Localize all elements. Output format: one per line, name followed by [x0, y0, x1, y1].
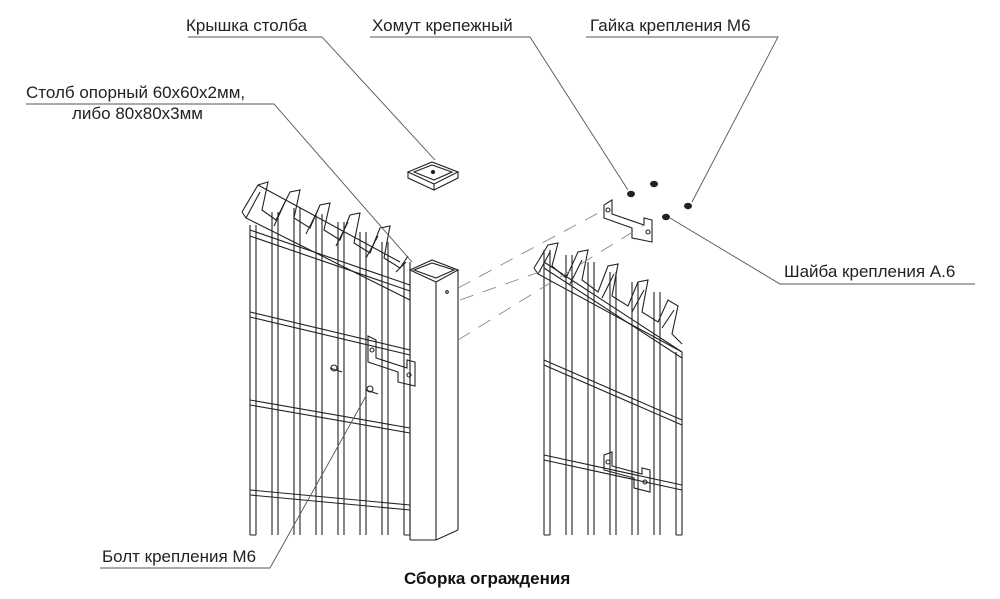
- label-support-post-line2: либо 80х80х3мм: [72, 104, 203, 123]
- mounting-clamp-exploded: [603, 199, 653, 243]
- right-fence-panel: [533, 242, 683, 536]
- washer-icon: [662, 213, 670, 221]
- bolt-icon: [329, 364, 379, 395]
- figure-caption: Сборка ограждения: [404, 569, 571, 588]
- label-mounting-nut: Гайка крепления М6: [590, 16, 751, 35]
- label-mounting-clamp: Хомут крепежный: [372, 16, 513, 35]
- nut-icon: [627, 180, 692, 210]
- post-cap: [406, 161, 460, 191]
- label-mounting-bolt: Болт крепления М6: [102, 547, 257, 566]
- left-clamp: [367, 335, 416, 387]
- leader-lines: [26, 36, 975, 569]
- label-support-post-line1: Столб опорный 60х60х2мм,: [26, 83, 246, 102]
- label-mounting-washer: Шайба крепления А.6: [784, 262, 956, 281]
- assembly-lines: [457, 209, 645, 341]
- label-post-cap: Крышка столба: [186, 16, 308, 35]
- left-fence-panel: [241, 181, 411, 536]
- right-clamp: [603, 451, 651, 493]
- support-post: [408, 259, 460, 541]
